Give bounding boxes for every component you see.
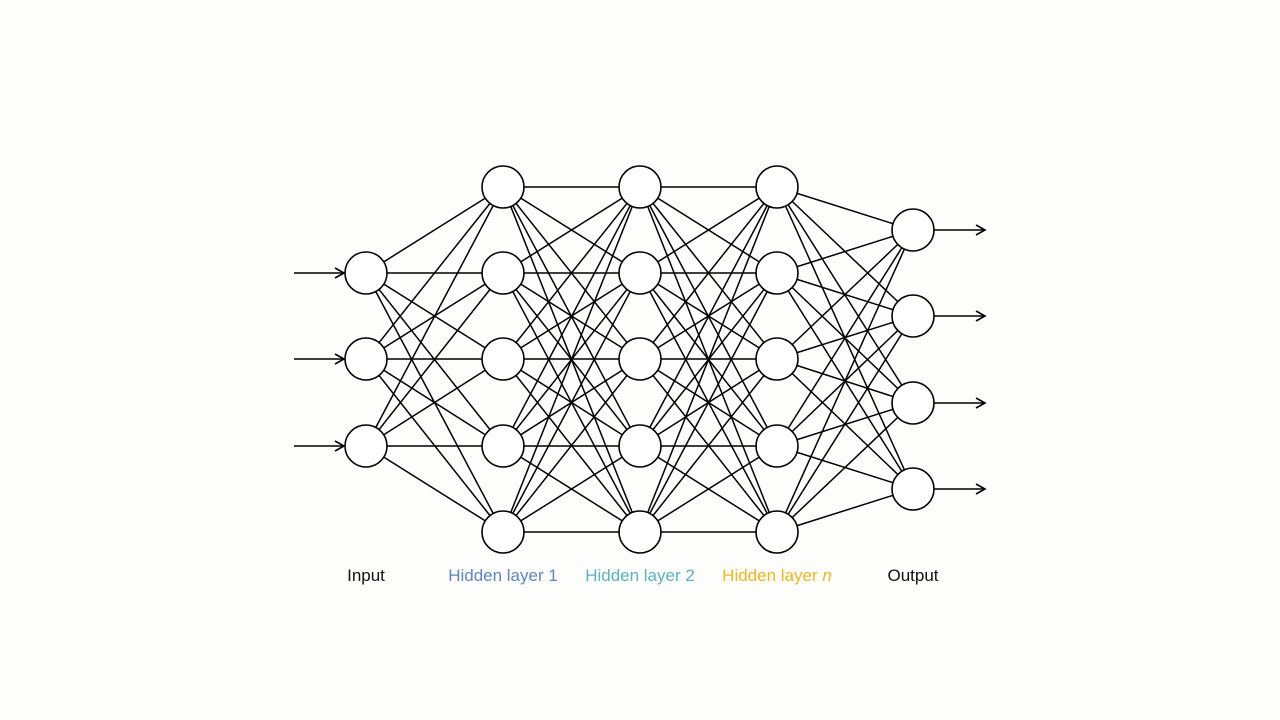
layer-label-3-text: Hidden layer xyxy=(722,566,822,585)
layer-label-1: Hidden layer 1 xyxy=(448,566,558,585)
edge-l1n4-l2n1 xyxy=(502,272,641,533)
connections xyxy=(365,186,914,533)
edge-l3n4-l4n0 xyxy=(776,229,914,533)
neuron-layer3-node2 xyxy=(755,251,799,295)
layer-labels: Input Hidden layer 1 Hidden layer 2 Hidden … xyxy=(347,566,939,585)
neuron-layer3-node1 xyxy=(755,165,799,209)
edge-l0n2-l1n1 xyxy=(365,272,504,447)
neuron-layer0-node1 xyxy=(344,251,388,295)
layer-label-3: Hidden layer n xyxy=(722,566,832,585)
edge-l2n4-l3n3 xyxy=(639,445,778,533)
edge-l3n4-l4n1 xyxy=(776,315,914,533)
edge-l3n4-l4n2 xyxy=(776,402,914,533)
edge-l1n2-l2n0 xyxy=(502,186,641,360)
layer-label-2-text: Hidden layer 2 xyxy=(585,566,695,585)
edge-l3n3-l4n0 xyxy=(776,229,914,447)
layer-label-0: Input xyxy=(347,566,385,585)
edge-l1n3-l2n0 xyxy=(502,186,641,447)
edge-l3n1-l4n0 xyxy=(776,229,914,274)
edge-l0n1-l1n0 xyxy=(365,186,504,360)
neuron-layer4-node2 xyxy=(891,294,935,338)
neuron-layer1-node4 xyxy=(481,424,525,468)
edge-l1n1-l2n0 xyxy=(502,186,641,274)
edge-l1n4-l2n3 xyxy=(502,445,641,533)
neuron-layer0-node3 xyxy=(344,424,388,468)
io-arrows xyxy=(294,224,987,495)
edge-l1n4-l2n0 xyxy=(502,186,641,533)
edge-l0n2-l1n4 xyxy=(365,445,504,533)
edge-l0n2-l1n2 xyxy=(365,358,504,447)
neuron-layer2-node2 xyxy=(618,251,662,295)
edge-l0n0-l1n0 xyxy=(365,186,504,274)
layer-label-2: Hidden layer 2 xyxy=(585,566,695,585)
neuron-layer1-node3 xyxy=(481,337,525,381)
edge-l2n3-l3n0 xyxy=(639,186,778,447)
neuron-layer1-node5 xyxy=(481,510,525,554)
edge-l3n4-l4n3 xyxy=(776,488,914,533)
neuron-layer1-node1 xyxy=(481,165,525,209)
edge-l3n0-l4n0 xyxy=(776,186,914,231)
edge-l0n2-l1n0 xyxy=(365,186,504,447)
layer-label-4: Output xyxy=(887,566,938,585)
neuron-layer0-node2 xyxy=(344,337,388,381)
neuron-layer3-node3 xyxy=(755,337,799,381)
edge-l3n2-l4n0 xyxy=(776,229,914,360)
neurons xyxy=(344,165,935,554)
edge-l2n2-l3n0 xyxy=(639,186,778,360)
layer-label-3-suffix: n xyxy=(822,566,831,585)
neuron-layer2-node4 xyxy=(618,424,662,468)
neuron-layer4-node3 xyxy=(891,381,935,425)
edge-l2n1-l3n0 xyxy=(639,186,778,274)
neuron-layer4-node4 xyxy=(891,467,935,511)
neuron-layer3-node5 xyxy=(755,510,799,554)
neuron-layer2-node1 xyxy=(618,165,662,209)
neuron-layer2-node5 xyxy=(618,510,662,554)
neuron-layer3-node4 xyxy=(755,424,799,468)
layer-label-1-text: Hidden layer 1 xyxy=(448,566,558,585)
edge-l2n4-l3n1 xyxy=(639,272,778,533)
neuron-layer1-node2 xyxy=(481,251,525,295)
layer-label-0-text: Input xyxy=(347,566,385,585)
edge-l2n4-l3n2 xyxy=(639,358,778,533)
neuron-layer4-node1 xyxy=(891,208,935,252)
neuron-layer2-node3 xyxy=(618,337,662,381)
edge-l2n4-l3n0 xyxy=(639,186,778,533)
edge-l1n4-l2n2 xyxy=(502,358,641,533)
layer-label-4-text: Output xyxy=(887,566,938,585)
